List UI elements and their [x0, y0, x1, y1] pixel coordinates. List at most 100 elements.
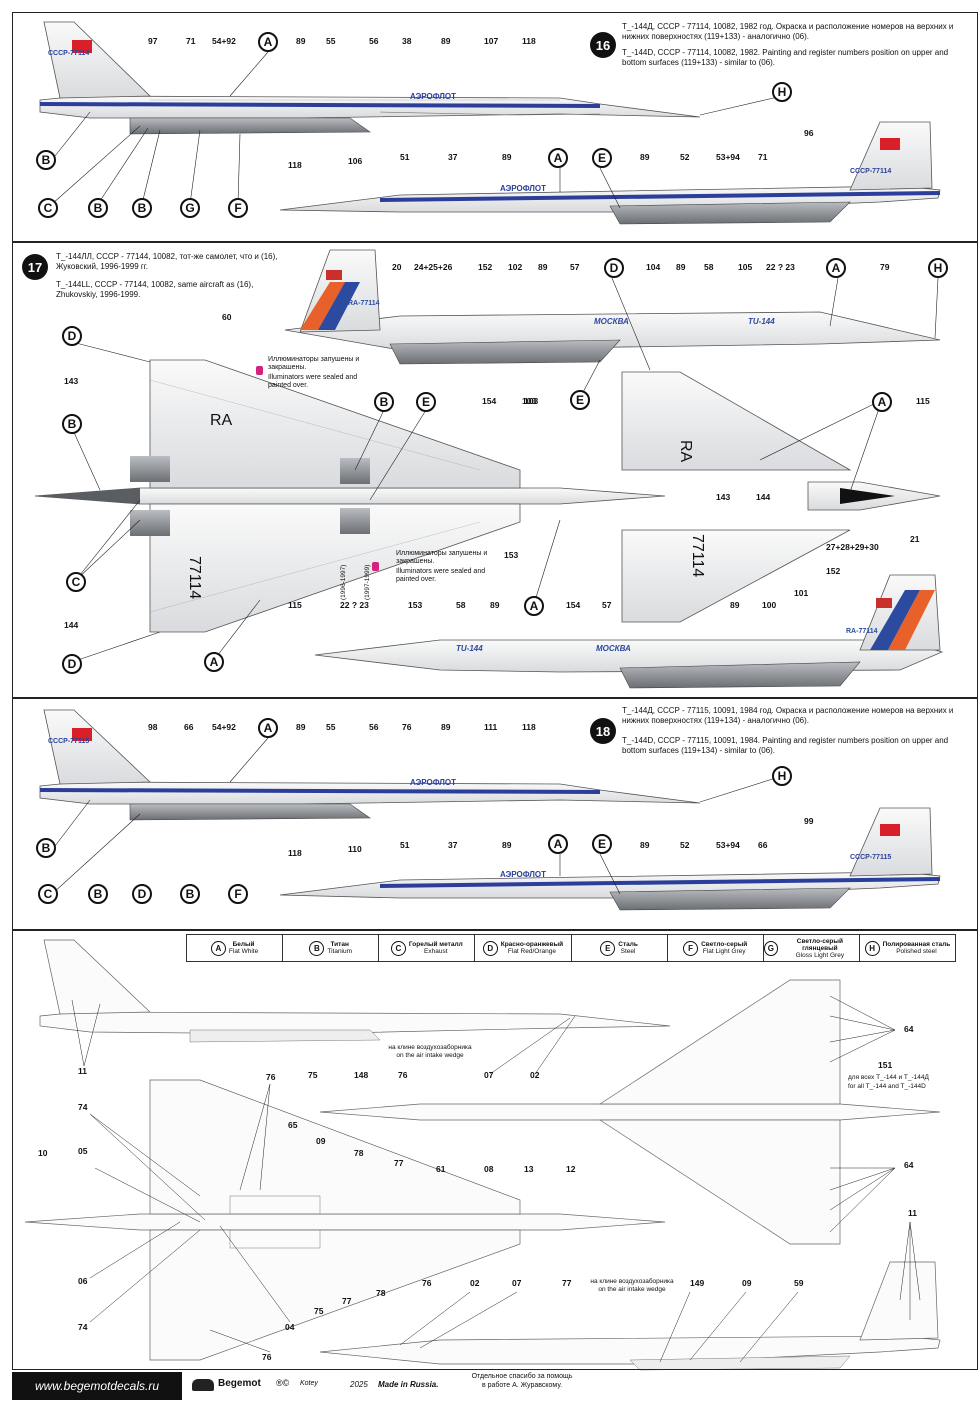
- s18-letter-0: A: [258, 718, 278, 738]
- s17-bottom-brand: МОСКВА: [596, 644, 631, 653]
- s16-letter-2: B: [36, 150, 56, 170]
- s17-bottom-callout-4: 89: [490, 600, 500, 610]
- s17-bottom-callout-11: 27+28+29+30: [826, 542, 879, 552]
- stencil-right-callout-0: 64: [904, 1024, 914, 1034]
- year: 2025: [350, 1380, 368, 1389]
- s17-plan-letter-1: B: [62, 414, 82, 434]
- s18-letter-1: H: [772, 766, 792, 786]
- legend-label-ru: Полированная сталь: [882, 941, 951, 948]
- s18-bottom-callout-1: 118: [288, 848, 302, 858]
- s18-top-reg: CCCP-77115: [48, 738, 90, 745]
- hippo-logo-icon: [192, 1379, 214, 1391]
- s16-letter-1: H: [772, 82, 792, 102]
- thanks-line-2: в работе А. Журавскому.: [481, 1382, 563, 1389]
- stencil-plan-callout-13: 74: [78, 1322, 88, 1332]
- brand-marks: ®©: [276, 1378, 290, 1388]
- s17-bottom-callout-5: 154: [566, 600, 581, 610]
- website-link[interactable]: www.begemotdecals.ru: [12, 1372, 182, 1400]
- illum-note-2-ru: Иллюминаторы запушены и закрашены.: [396, 550, 488, 565]
- s17-top-callout-13: 103: [524, 396, 539, 406]
- legend-label-ru: Красно-оранжевый: [500, 941, 564, 948]
- s17-top-callout-10: 22 ? 23: [766, 262, 795, 272]
- stencil-side-callout-0: 11: [78, 1066, 87, 1076]
- stencil-plan-callout-8: 13: [524, 1164, 534, 1174]
- stencil-side-callout-2: 148: [354, 1070, 369, 1080]
- s17-plan-callout-5: 115: [916, 396, 930, 406]
- stencil-bottom-callout-5: 59: [794, 1278, 804, 1288]
- section-16-note-en: T_-144D, CCCP - 77114, 10082, 1982. Pain…: [622, 48, 949, 67]
- legend-label-ru: Горелый металл: [408, 941, 463, 948]
- s17-plan-callout-3: 153: [504, 550, 519, 560]
- s16-top-aircraft: [39, 21, 701, 135]
- section-17-note-en: T_-144LL, CCCP - 77144, 10082, same airc…: [56, 280, 254, 299]
- section-18-badge: 18: [590, 718, 616, 744]
- s16-bottom-callout-3: 51: [400, 152, 410, 162]
- stencil-right-callout-3: 11: [908, 1208, 917, 1218]
- legend-label-en: Gloss Light Grey: [795, 951, 845, 959]
- s17-bottom-callout-8: 100: [762, 600, 777, 610]
- s17-bottom-callout-6: 57: [602, 600, 612, 610]
- intake-note-ru: на клине воздухозаборника: [388, 1044, 472, 1051]
- s17-top-type: TU-144: [748, 317, 775, 326]
- stencil-plan-callout-9: 12: [566, 1164, 576, 1174]
- stencil-side-callout-3: 76: [398, 1070, 408, 1080]
- brand-name: Begemot: [218, 1378, 261, 1389]
- intake-note2-ru: на клине воздухозаборника: [590, 1278, 674, 1285]
- note-151-en: for all T_-144 and T_-144D: [848, 1083, 926, 1090]
- illuminator-marker-icon: [256, 366, 263, 375]
- section-18-note-ru: Т_-144Д, СССР - 77115, 10091, 1984 год. …: [622, 706, 954, 725]
- s17-plan-callout-7: 144: [64, 620, 79, 630]
- stencil-plan-callout-7: 08: [484, 1164, 494, 1174]
- s18-letter-3: C: [38, 884, 58, 904]
- author-name: Kotey: [300, 1380, 318, 1387]
- section-17-panel: [12, 242, 978, 698]
- s16-bottom-aircraft: [279, 121, 941, 225]
- stencil-plan-callout-14: 75: [314, 1306, 324, 1316]
- s18-top-callout-6: 76: [402, 722, 412, 732]
- legend-letter-h: H: [864, 940, 880, 956]
- section-17-note-ru: Т_-144ЛЛ, СССР - 77144, 10082, тот-же са…: [56, 252, 278, 271]
- s18-bottom-callout-9: 66: [758, 840, 768, 850]
- legend-label-en: Polished steel: [896, 948, 937, 955]
- s16-top-callout-1: 71: [186, 36, 196, 46]
- footer: www.begemotdecals.ru Begemot ®© Kotey 20…: [12, 1372, 978, 1400]
- intake-note-en: on the air intake wedge: [396, 1052, 464, 1059]
- legend-label-ru: Белый: [232, 941, 255, 948]
- s16-bottom-brand: АЭРОФЛОТ: [500, 184, 546, 193]
- s16-bottom-callout-1: 118: [288, 160, 302, 170]
- s17-years-2: (1997-1999): [364, 564, 371, 600]
- stencil-plan-callout-4: 78: [354, 1148, 364, 1158]
- s17-top-callout-11: 79: [880, 262, 890, 272]
- s18-letter-5: D: [132, 884, 152, 904]
- illum-note-1-en: Illuminators were sealed and painted ove…: [268, 374, 358, 389]
- stencil-bottom-callout-4: 09: [742, 1278, 752, 1288]
- stencil-plan-callout-10: 10: [38, 1148, 48, 1158]
- legend-label-ru: Светло-серый глянцевый: [796, 937, 843, 952]
- s17-plan-letter-5: D: [62, 654, 82, 674]
- stencil-plan-callout-11: 05: [78, 1146, 88, 1156]
- stencil-plan-callout-18: 04: [285, 1322, 295, 1332]
- intake-note2-en: on the air intake wedge: [598, 1286, 666, 1293]
- s16-bottom-callout-6: 89: [640, 152, 650, 162]
- s16-bottom-callout-7: 52: [680, 152, 690, 162]
- stencil-plan-callout-19: 76: [262, 1352, 272, 1362]
- s17-bottom-callout-2: 153: [408, 600, 423, 610]
- s17-years-1: (1996-1997): [340, 564, 347, 600]
- stencil-plan-callout-2: 65: [288, 1120, 298, 1130]
- s18-bottom-reg: CCCP-77115: [850, 854, 892, 861]
- s17-plan-letter-6: A: [204, 652, 224, 672]
- leader-lines: [51, 51, 939, 895]
- s17-wing-reg-num: 77114: [186, 556, 203, 600]
- s18-bottom-callout-8: 53+94: [716, 840, 740, 850]
- legend-label-en: Flat Light Grey: [702, 948, 746, 955]
- s17-top-aircraft: [284, 249, 941, 365]
- stencil-bottom-callout-2: 77: [562, 1278, 572, 1288]
